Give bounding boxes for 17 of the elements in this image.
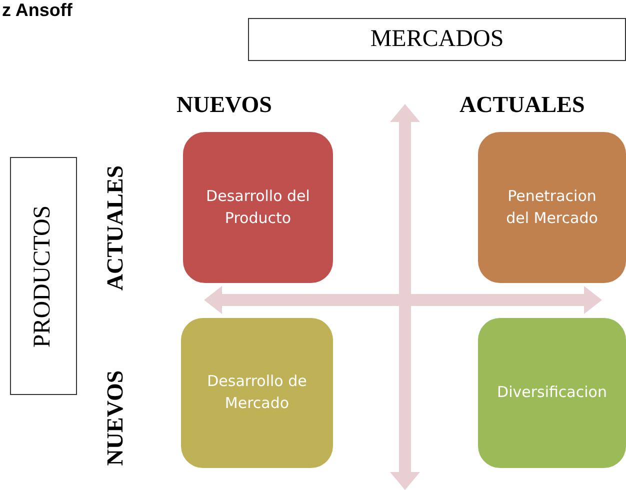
quadrant-label: Diversificacion [497,382,607,404]
axis-label: ACTUALES [102,165,128,291]
quadrant-label: Desarrollo del Producto [205,186,311,228]
quadrant-label: Penetracion del Mercado [505,186,599,228]
axis-label: ACTUALES [460,92,585,118]
quadrant-box [183,132,333,283]
title: z Ansoff [2,0,72,22]
axis-label: NUEVOS [102,370,128,466]
quadrant-box [478,318,626,468]
quadrant-box [478,132,626,283]
quadrant-label: Desarrollo de Mercado [206,371,308,414]
axis-title: MERCADOS [370,26,504,53]
axis-label: NUEVOS [176,92,272,118]
header-box [10,157,77,395]
header-box [248,18,626,61]
quadrant-box [181,318,333,468]
axis-title: PRODUCTOS [30,204,57,348]
